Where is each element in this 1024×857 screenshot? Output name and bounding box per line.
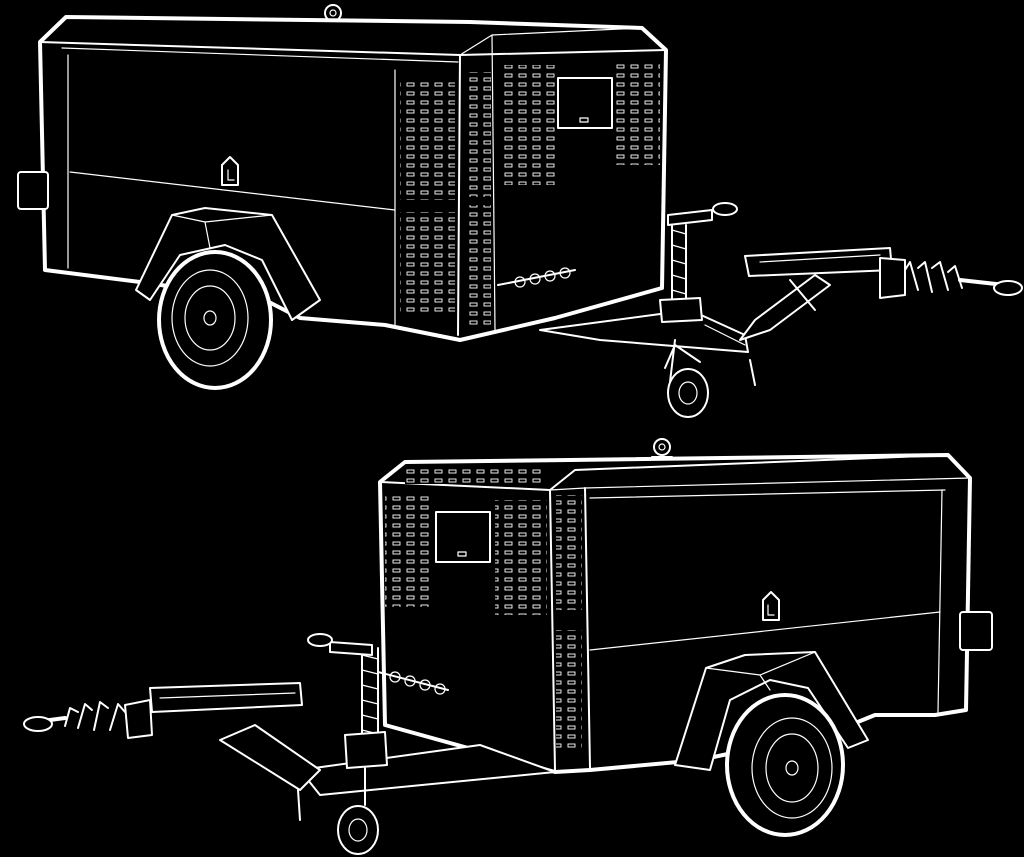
access-panel-bottom — [435, 511, 491, 563]
lifting-eye-bottom — [651, 438, 673, 458]
body-outline-top — [38, 15, 668, 342]
door-latch-top — [221, 156, 239, 186]
fender-bottom — [674, 651, 869, 771]
hose-couplings-top — [497, 267, 576, 288]
end-louver-right-bottom — [495, 500, 547, 615]
side-louver-lower-top — [400, 212, 455, 312]
jockey-wheel-stand-bottom — [307, 633, 388, 855]
tail-light-bottom — [959, 611, 993, 651]
body-outline-bottom — [378, 453, 972, 774]
door-latch-bottom — [762, 591, 780, 621]
tail-light-top — [17, 171, 49, 210]
end-louver-left-bottom — [385, 492, 433, 607]
tow-bar-bottom — [23, 682, 321, 821]
trailer-bottom — [23, 438, 993, 855]
trailer-top — [17, 4, 1023, 418]
side-louver-upper-top — [400, 80, 455, 200]
fender-top — [135, 207, 321, 321]
hose-couplings-bottom — [377, 671, 449, 695]
end-louver-left-top — [500, 65, 555, 185]
jockey-wheel-stand-top — [659, 202, 738, 418]
end-louver-right-top — [615, 60, 660, 165]
access-panel-top — [557, 77, 613, 129]
wheel-bottom — [725, 693, 845, 837]
tow-bar-top — [739, 247, 1023, 386]
drawbar-bottom — [299, 744, 556, 796]
wheel-top — [157, 250, 273, 390]
